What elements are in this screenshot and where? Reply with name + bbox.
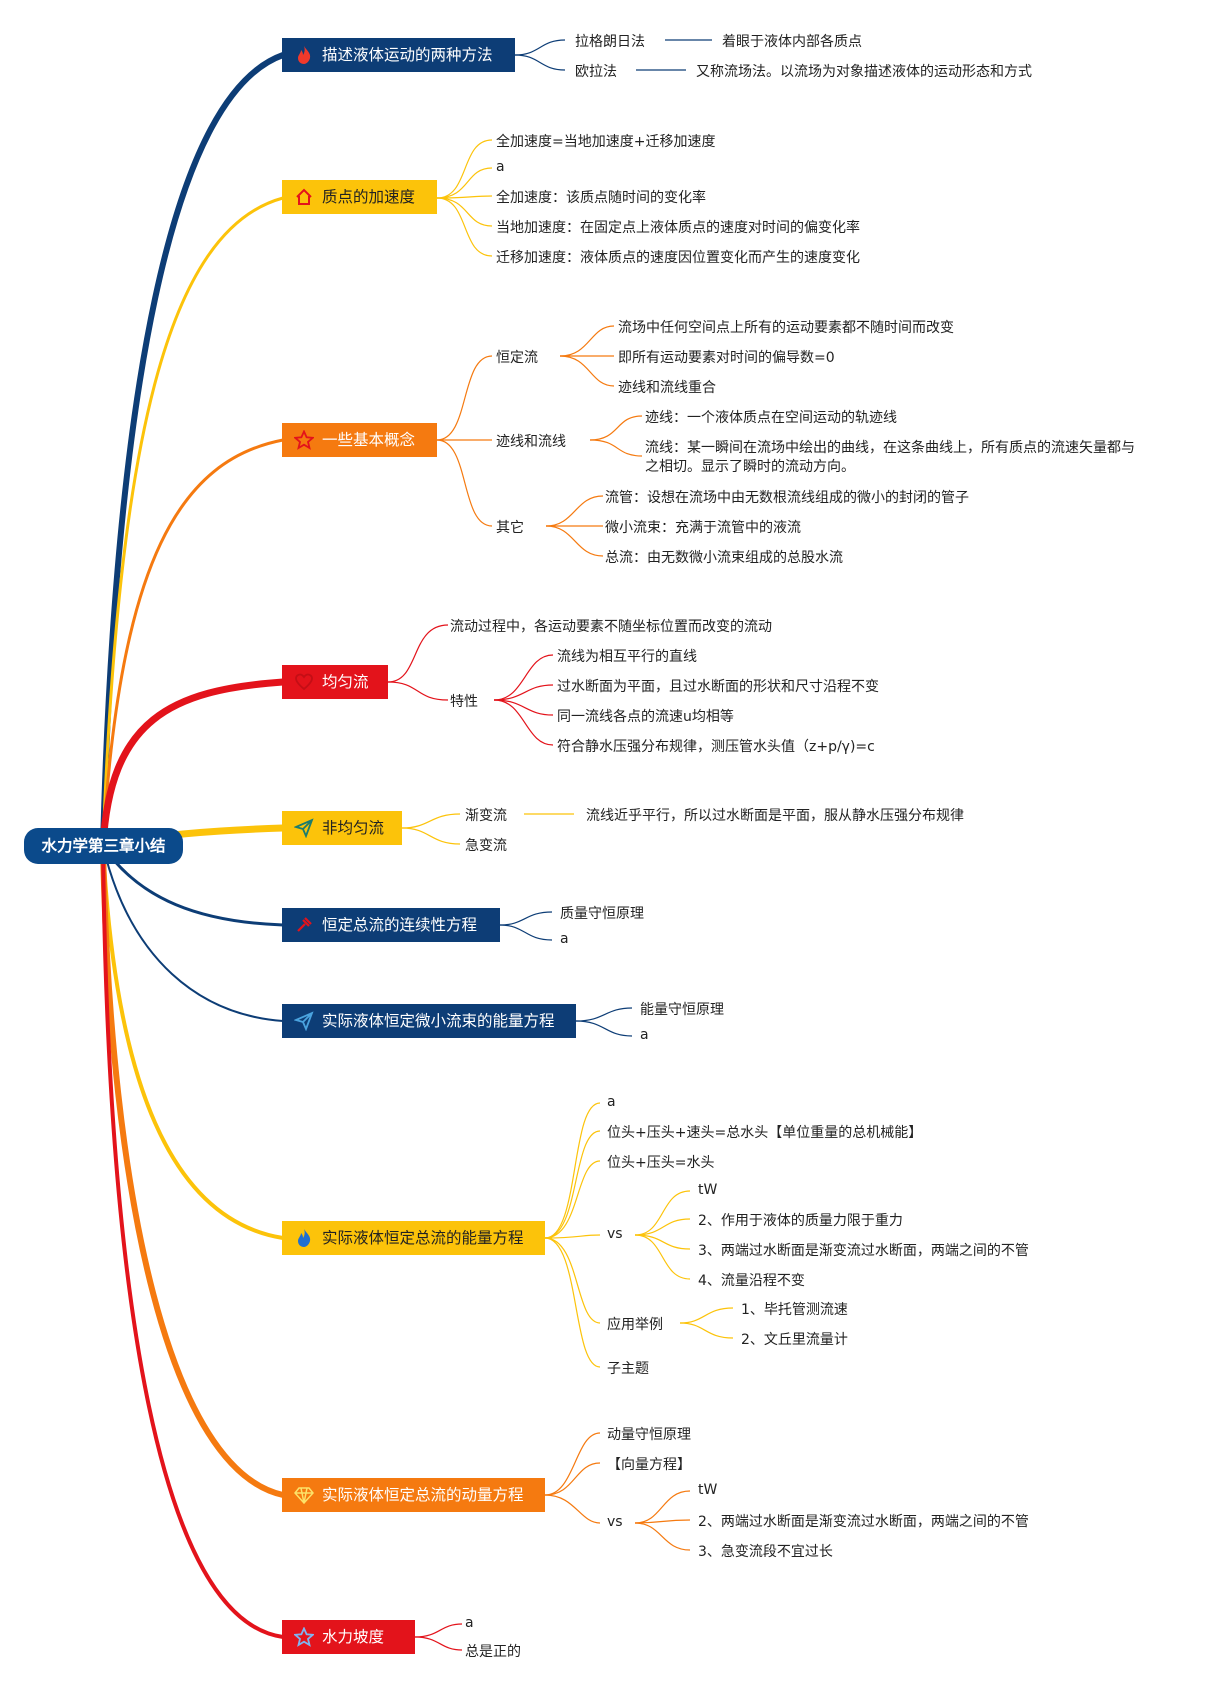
topic-label: 非均匀流 xyxy=(322,819,385,837)
leaf-energy-vs-1[interactable]: 2、作用于液体的质量力限于重力 xyxy=(698,1213,903,1229)
topic-nonuniform-flow[interactable]: 非均匀流 xyxy=(282,811,402,845)
branch-lines-8 xyxy=(544,1432,691,1551)
leaf-acc-1[interactable]: a xyxy=(496,159,505,175)
branch-lines-6 xyxy=(575,1007,633,1037)
topic-label: 恒定总流的连续性方程 xyxy=(322,916,478,934)
leaf-subtopic[interactable]: 子主题 xyxy=(607,1361,649,1377)
topic-label: 一些基本概念 xyxy=(322,431,416,449)
leaf-steady-0[interactable]: 流场中任何空间点上所有的运动要素都不随时间而改变 xyxy=(618,320,954,336)
leaf-energy-vs-2[interactable]: 3、两端过水断面是渐变流过水断面，两端之间的不管 xyxy=(698,1243,1029,1259)
leaf-feature-3[interactable]: 符合静水压强分布规律，测压管水头值（z+p/γ)=c xyxy=(557,739,875,755)
topic-hydraulic-slope[interactable]: 水力坡度 xyxy=(282,1620,415,1654)
leaf-momentum-0[interactable]: 动量守恒原理 xyxy=(607,1427,691,1443)
send-icon xyxy=(294,818,314,838)
leaf-momentum-vs[interactable]: vs xyxy=(607,1514,623,1530)
leaf-energy-vs[interactable]: vs xyxy=(607,1226,623,1242)
star-icon xyxy=(294,430,314,450)
branch-lines-9 xyxy=(414,1623,463,1651)
leaf-momentum-1[interactable]: 【向量方程】 xyxy=(607,1457,691,1473)
flame-icon xyxy=(298,1229,311,1247)
topic-uniform-flow[interactable]: 均匀流 xyxy=(282,665,388,699)
topic-label: 实际液体恒定总流的能量方程 xyxy=(322,1229,524,1247)
branch-lines-5 xyxy=(499,911,553,941)
leaf-acc-0[interactable]: 全加速度=当地加速度+迁移加速度 xyxy=(496,134,716,150)
leaf-energy-0[interactable]: a xyxy=(607,1094,616,1110)
branch-lines-7 xyxy=(544,1102,734,1368)
branch-lines-4 xyxy=(401,813,574,845)
branch-lines-2 xyxy=(436,325,643,557)
leaf-feature[interactable]: 特性 xyxy=(450,694,478,710)
leaf-steady-2[interactable]: 迹线和流线重合 xyxy=(618,380,716,396)
topic-label: 水力坡度 xyxy=(322,1628,385,1646)
fire-icon xyxy=(298,46,311,64)
topic-label: 质点的加速度 xyxy=(322,188,416,206)
leaf-path-0[interactable]: 迹线：一个液体质点在空间运动的轨迹线 xyxy=(645,410,897,426)
leaf-other-0[interactable]: 流管：设想在流场中由无数根流线组成的微小的封闭的管子 xyxy=(605,490,969,506)
leaf-steady-1[interactable]: 即所有运动要素对时间的偏导数=0 xyxy=(618,350,835,366)
leaf-euler[interactable]: 欧拉法 xyxy=(575,64,617,80)
topic-energy-equation-total-flow[interactable]: 实际液体恒定总流的能量方程 xyxy=(282,1221,545,1255)
leaf-slope-1[interactable]: 总是正的 xyxy=(465,1644,521,1660)
leaf-acc-4[interactable]: 迁移加速度：液体质点的速度因位置变化而产生的速度变化 xyxy=(496,250,860,266)
leaf-steady-flow[interactable]: 恒定流 xyxy=(496,350,538,366)
leaf-pathline-streamline[interactable]: 迹线和流线 xyxy=(496,434,566,450)
hammer-icon xyxy=(297,917,312,932)
leaf-momentum-vs-2[interactable]: 3、急变流段不宜过长 xyxy=(698,1544,833,1560)
leaf-acc-2[interactable]: 全加速度：该质点随时间的变化率 xyxy=(496,190,706,206)
leaf-lagrange-desc[interactable]: 着眼于液体内部各质点 xyxy=(722,34,862,50)
main-branches xyxy=(99,52,287,1639)
leaf-energy-1[interactable]: 位头+压头+速头=总水头【单位重量的总机械能】 xyxy=(607,1125,923,1141)
leaf-path-1[interactable]: 流线：某一瞬间在流场中绘出的曲线，在这条曲线上，所有质点的流速矢量都与 xyxy=(645,440,1135,456)
leaf-continuity-1[interactable]: a xyxy=(560,931,569,947)
leaf-other-1[interactable]: 微小流束：充满于流管中的液流 xyxy=(605,520,801,536)
topic-momentum-equation[interactable]: 实际液体恒定总流的动量方程 xyxy=(282,1478,545,1512)
leaf-gradual-flow[interactable]: 渐变流 xyxy=(465,808,507,824)
branch-lines-3 xyxy=(387,624,554,746)
leaf-momentum-vs-1[interactable]: 2、两端过水断面是渐变流过水断面，两端之间的不管 xyxy=(698,1514,1029,1530)
leaf-path-2[interactable]: 之相切。显示了瞬时的流动方向。 xyxy=(645,459,855,475)
leaf-other-2[interactable]: 总流：由无数微小流束组成的总股水流 xyxy=(605,550,843,566)
topic-acceleration[interactable]: 质点的加速度 xyxy=(282,180,437,214)
root-topic[interactable]: 水力学第三章小结 xyxy=(24,828,183,864)
leaf-energy-2[interactable]: 位头+压头=水头 xyxy=(607,1155,715,1171)
leaf-application[interactable]: 应用举例 xyxy=(607,1317,663,1333)
topic-label: 均匀流 xyxy=(322,673,369,691)
leaf-slope-0[interactable]: a xyxy=(465,1615,474,1631)
topic-label: 实际液体恒定总流的动量方程 xyxy=(322,1486,524,1504)
leaf-feature-2[interactable]: 同一流线各点的流速u均相等 xyxy=(557,709,734,725)
topic-label: 实际液体恒定微小流束的能量方程 xyxy=(322,1012,555,1030)
leaf-rapid-flow[interactable]: 急变流 xyxy=(465,838,507,854)
leaf-other[interactable]: 其它 xyxy=(496,520,524,536)
leaf-gradual-desc[interactable]: 流线近乎平行，所以过水断面是平面，服从静水压强分布规律 xyxy=(586,808,964,824)
leaf-feature-1[interactable]: 过水断面为平面，且过水断面的形状和尺寸沿程不变 xyxy=(557,679,879,695)
branch-lines-0 xyxy=(514,39,712,71)
leaf-lagrange[interactable]: 拉格朗日法 xyxy=(575,34,645,50)
topic-energy-equation-streamtube[interactable]: 实际液体恒定微小流束的能量方程 xyxy=(282,1004,576,1038)
leaf-euler-desc[interactable]: 又称流场法。以流场为对象描述液体的运动形态和方式 xyxy=(696,64,1032,80)
leaf-acc-3[interactable]: 当地加速度：在固定点上液体质点的速度对时间的偏变化率 xyxy=(496,220,860,236)
leaf-application-1[interactable]: 2、文丘里流量计 xyxy=(741,1332,848,1348)
topic-continuity-equation[interactable]: 恒定总流的连续性方程 xyxy=(282,908,500,942)
leaf-energy-vs-0[interactable]: tW xyxy=(698,1182,718,1198)
topic-two-methods[interactable]: 描述液体运动的两种方法 xyxy=(282,38,515,72)
branch-lines-1 xyxy=(436,139,493,257)
leaf-application-0[interactable]: 1、毕托管测流速 xyxy=(741,1302,848,1318)
topic-label: 描述液体运动的两种方法 xyxy=(322,46,493,64)
topic-basic-concepts[interactable]: 一些基本概念 xyxy=(282,423,437,457)
leaf-energy-vs-3[interactable]: 4、流量沿程不变 xyxy=(698,1273,805,1289)
leaf-continuity-0[interactable]: 质量守恒原理 xyxy=(560,906,644,922)
leaf-feature-0[interactable]: 流线为相互平行的直线 xyxy=(557,649,697,665)
leaf-energy-tube-0[interactable]: 能量守恒原理 xyxy=(640,1002,724,1018)
send-icon xyxy=(294,1011,314,1031)
leaf-energy-tube-1[interactable]: a xyxy=(640,1027,649,1043)
diamond-icon xyxy=(294,1487,314,1505)
leaf-uniform-def[interactable]: 流动过程中，各运动要素不随坐标位置而改变的流动 xyxy=(450,619,772,635)
leaf-momentum-vs-0[interactable]: tW xyxy=(698,1482,718,1498)
star-icon xyxy=(294,1627,314,1647)
home-icon xyxy=(296,188,312,205)
heart-icon xyxy=(295,673,313,691)
